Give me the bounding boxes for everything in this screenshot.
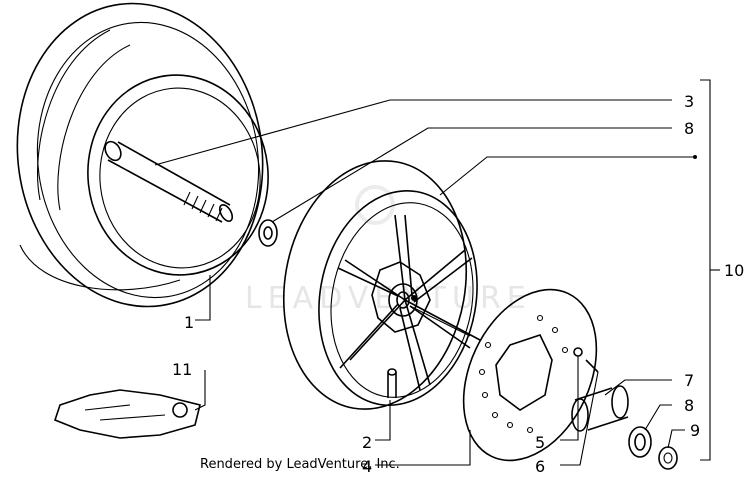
axis-line bbox=[409, 305, 471, 337]
callout-4: 4 bbox=[362, 457, 372, 476]
callout-6: 6 bbox=[535, 457, 545, 476]
callout-9: 9 bbox=[690, 421, 700, 440]
callout-7: 7 bbox=[684, 371, 694, 390]
callout-8-bottom: 8 bbox=[684, 396, 694, 415]
callout-2: 2 bbox=[362, 433, 372, 452]
tube-kit bbox=[54, 389, 201, 439]
watermark: LEADVENTURE bbox=[245, 185, 526, 316]
credit-text: Rendered by LeadVenture, Inc. bbox=[200, 457, 400, 472]
rim bbox=[282, 160, 481, 410]
axle bbox=[104, 140, 234, 223]
valve bbox=[387, 368, 397, 398]
leader-lines bbox=[154, 79, 720, 466]
callout-3: 3 bbox=[684, 92, 694, 111]
seal bbox=[658, 446, 678, 470]
callout-10: 10 bbox=[724, 261, 744, 280]
tire bbox=[16, 2, 269, 308]
callout-11: 11 bbox=[172, 360, 192, 379]
callout-1: 1 bbox=[184, 313, 194, 332]
callout-8-top: 8 bbox=[684, 119, 694, 138]
callout-5: 5 bbox=[535, 433, 545, 452]
bearing-right bbox=[628, 426, 652, 458]
bearing-left bbox=[258, 219, 278, 247]
